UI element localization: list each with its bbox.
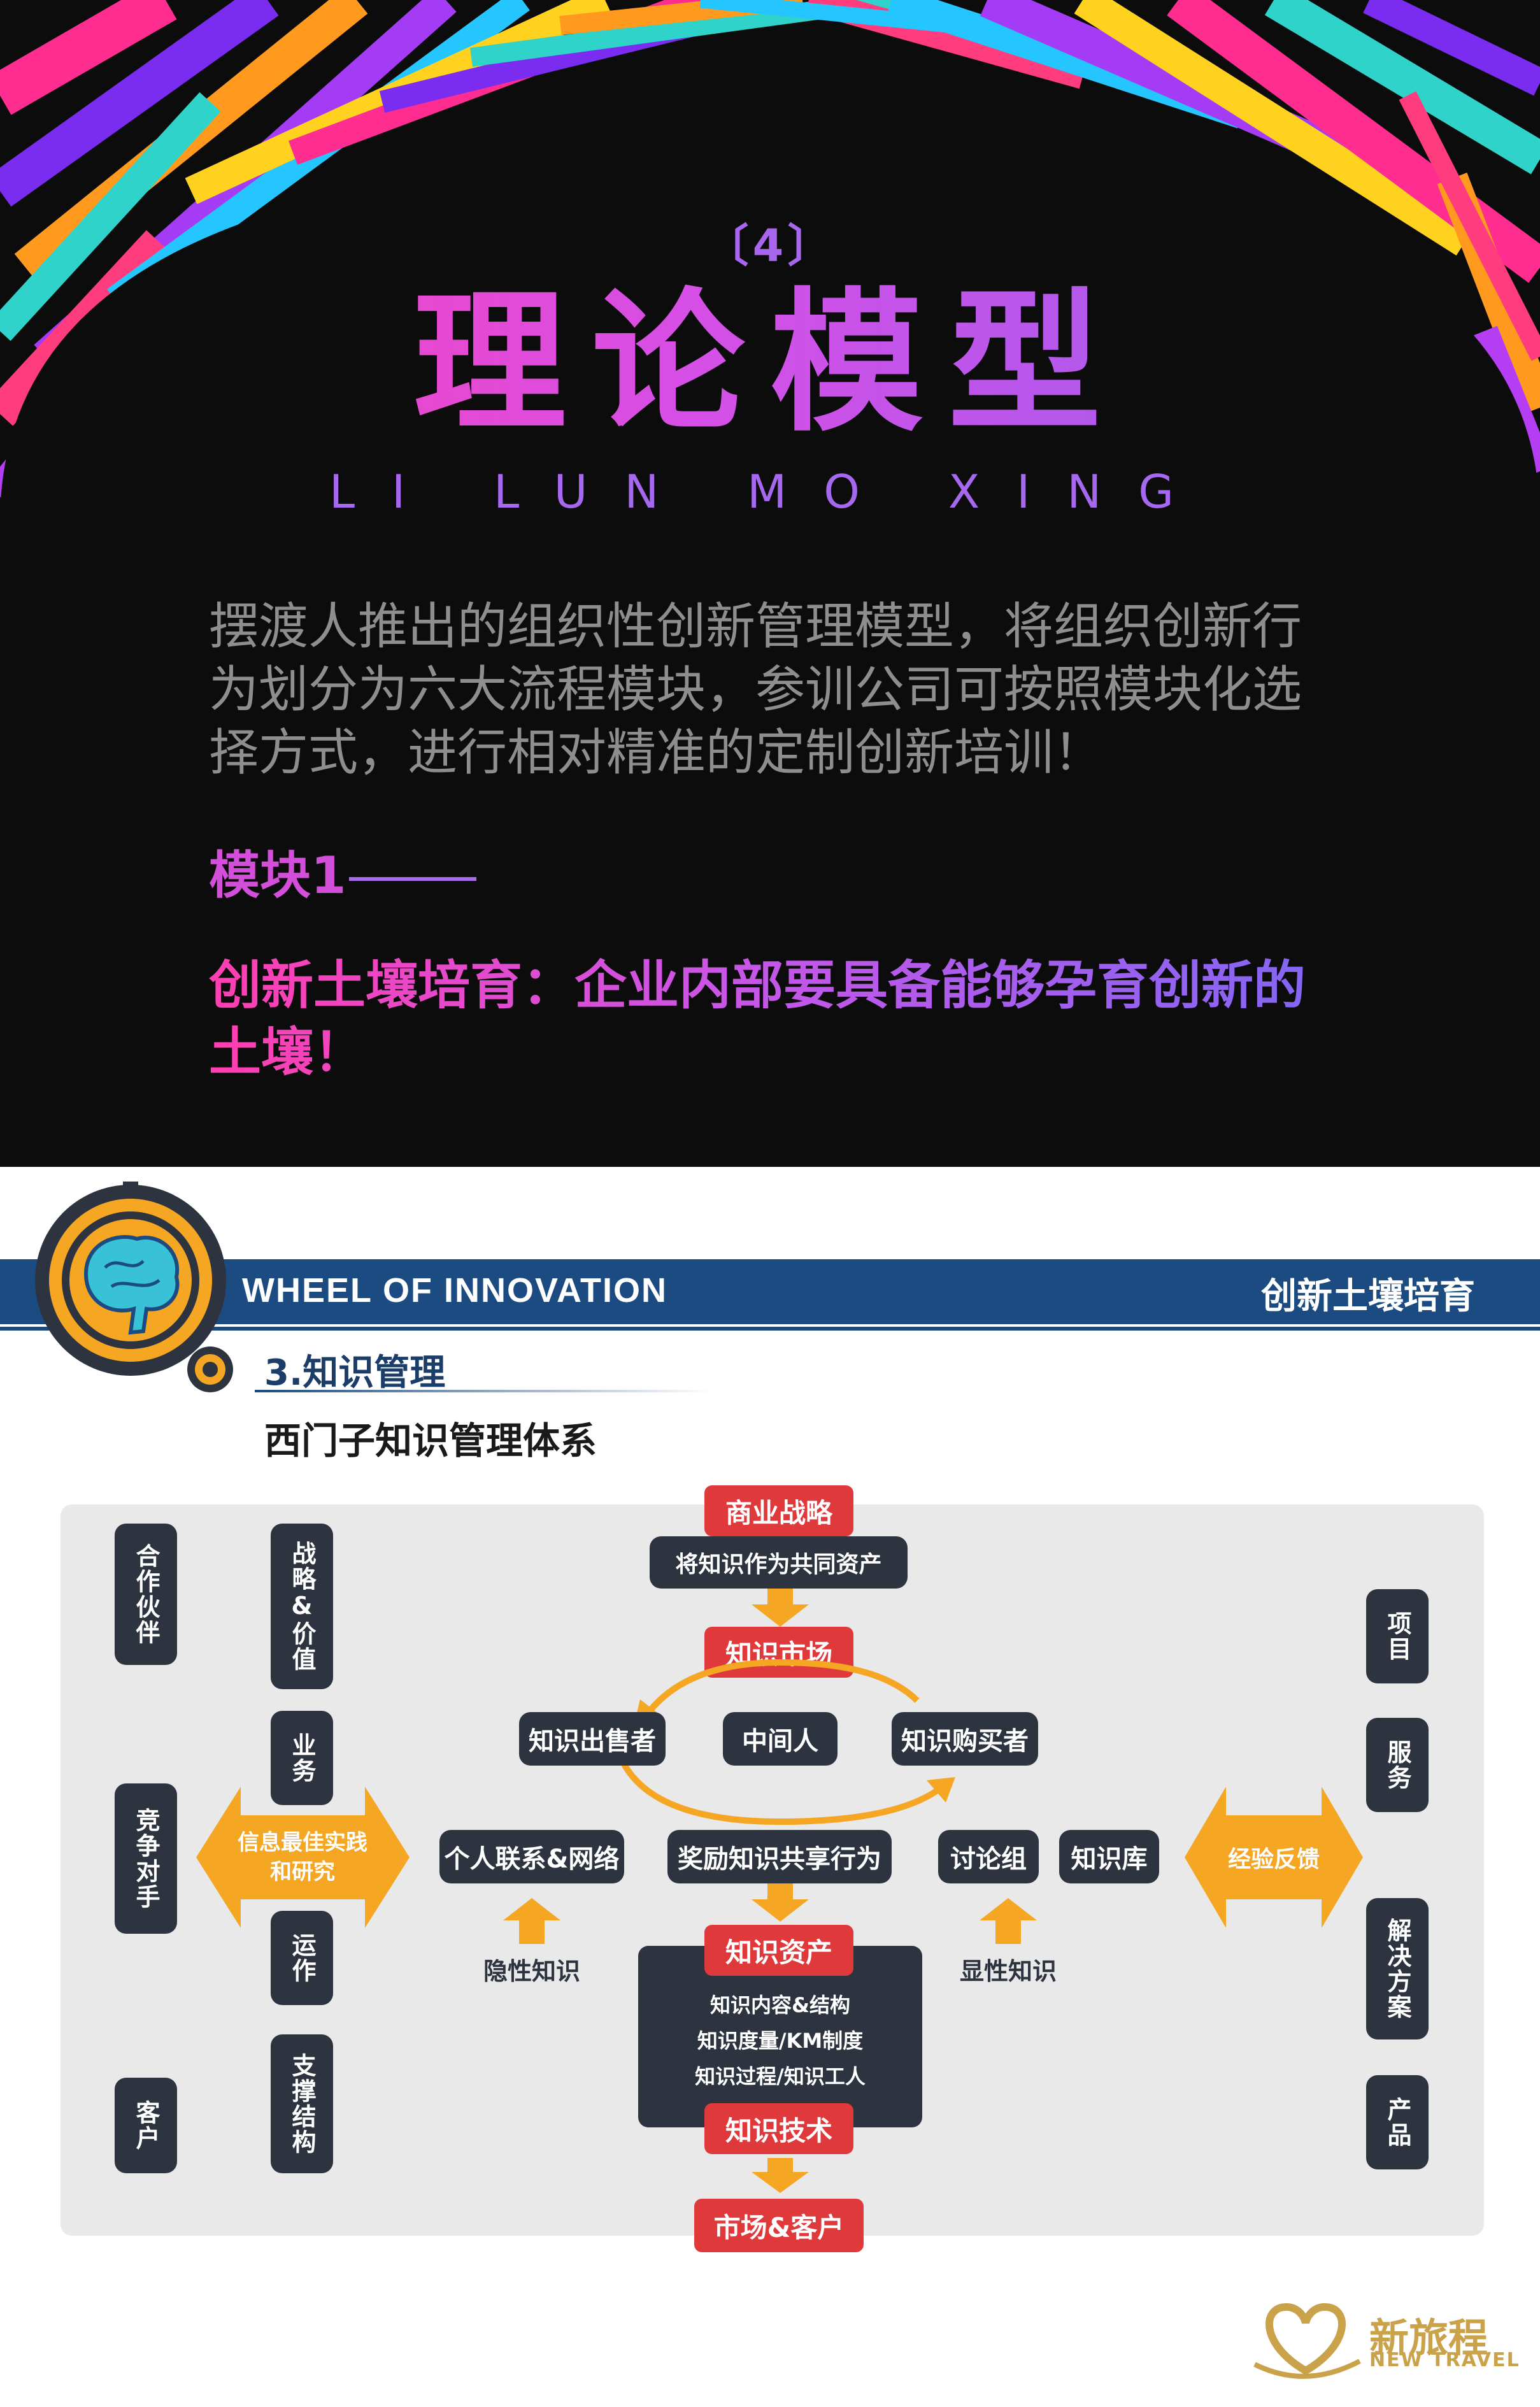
box-support-structure: 支撑结构 bbox=[271, 2034, 333, 2173]
double-arrow-right bbox=[1185, 1787, 1363, 1928]
box-service: 服务 bbox=[1366, 1718, 1429, 1812]
wheel-of-innovation-label: WHEEL OF INNOVATION bbox=[242, 1271, 667, 1310]
asset-line-content: 知识内容&结构 bbox=[710, 1993, 850, 2017]
arrow-down-1 bbox=[752, 1589, 809, 1627]
box-intermediary: 中间人 bbox=[723, 1712, 838, 1766]
right-arrow-label: 经验反馈 bbox=[1227, 1846, 1320, 1873]
new-travel-logo-icon bbox=[1253, 2303, 1361, 2379]
tacit-knowledge-label: 隐性知识 bbox=[483, 1957, 580, 1985]
asset-line-process: 知识过程/知识工人 bbox=[695, 2064, 866, 2089]
box-solution: 解决方案 bbox=[1366, 1898, 1429, 2039]
module-label-text: 模块1 bbox=[209, 846, 346, 905]
box-competitor: 竞争对手 bbox=[115, 1783, 177, 1934]
box-business-strategy: 商业战略 bbox=[704, 1485, 853, 1536]
page-title: 理论模型 bbox=[0, 280, 1540, 446]
slide-category-label: 创新土壤培育 bbox=[1261, 1276, 1475, 1317]
module-underline bbox=[348, 877, 476, 882]
box-knowledge-base: 知识库 bbox=[1059, 1830, 1159, 1883]
box-business: 业务 bbox=[271, 1711, 333, 1805]
explicit-knowledge-label: 显性知识 bbox=[959, 1957, 1057, 1985]
box-knowledge-as-asset: 将知识作为共同资产 bbox=[650, 1536, 908, 1589]
slide-header-band bbox=[0, 1259, 1540, 1324]
module-label: 模块1 bbox=[209, 834, 476, 908]
box-knowledge-technology: 知识技术 bbox=[704, 2103, 853, 2154]
arrow-up-tacit bbox=[503, 1898, 560, 1944]
asset-line-metrics: 知识度量/KM制度 bbox=[697, 2029, 864, 2053]
diagram-title: 西门子知识管理体系 bbox=[264, 1419, 597, 1462]
left-arrow-label: 信息最佳实践和研究 bbox=[238, 1830, 367, 1885]
box-personal-network: 个人联系&网络 bbox=[439, 1830, 624, 1883]
arrow-down-2 bbox=[752, 1883, 809, 1922]
logo-english-name: NEW TRAVEL bbox=[1369, 2349, 1520, 2371]
brain-gear-icon bbox=[35, 1182, 226, 1376]
box-market-client: 市场&客户 bbox=[694, 2199, 864, 2252]
colorful-stripes-decoration bbox=[0, 0, 1540, 522]
box-knowledge-buyer: 知识购买者 bbox=[892, 1712, 1038, 1766]
hero-section: 〔4〕 理论模型 LI LUN MO XING 摆渡人推出的组织性创新管理模型，… bbox=[0, 0, 1540, 1167]
double-arrow-left bbox=[196, 1787, 410, 1928]
page-subtitle-pinyin: LI LUN MO XING bbox=[329, 465, 1211, 518]
box-customer: 客户 bbox=[115, 2078, 177, 2173]
box-reward-sharing: 奖励知识共享行为 bbox=[667, 1830, 892, 1883]
box-discussion-group: 讨论组 bbox=[938, 1830, 1039, 1883]
box-knowledge-asset: 知识资产 bbox=[704, 1925, 853, 1976]
box-knowledge-seller: 知识出售者 bbox=[519, 1712, 666, 1766]
box-partner: 合作伙伴 bbox=[115, 1524, 177, 1665]
intro-paragraph: 摆渡人推出的组织性创新管理模型，将组织创新行为划分为六大流程模块，参训公司可按照… bbox=[209, 598, 1302, 782]
module-headline: 创新土壤培育：企业内部要具备能够孕育创新的土壤！ bbox=[209, 952, 1355, 1086]
box-project: 项目 bbox=[1366, 1589, 1429, 1683]
knowledge-asset-container bbox=[638, 1946, 922, 2127]
small-gear-icon bbox=[187, 1346, 233, 1392]
slide-header-underline bbox=[0, 1327, 1540, 1331]
box-product: 产品 bbox=[1366, 2075, 1429, 2169]
section-title-underline bbox=[255, 1390, 713, 1392]
arrow-up-explicit bbox=[980, 1898, 1037, 1944]
box-strategy-value: 战略&价值 bbox=[271, 1524, 333, 1689]
section-number: 〔4〕 bbox=[704, 220, 836, 272]
box-operation: 运作 bbox=[271, 1911, 333, 2005]
knowledge-asset-details: 知识内容&结构 知识度量/KM制度 知识过程/知识工人 bbox=[638, 1987, 922, 2094]
section-title: 3.知识管理 bbox=[264, 1352, 446, 1394]
logo-chinese-name: 新旅程 bbox=[1369, 2315, 1488, 2361]
arrow-down-3 bbox=[752, 2158, 809, 2193]
